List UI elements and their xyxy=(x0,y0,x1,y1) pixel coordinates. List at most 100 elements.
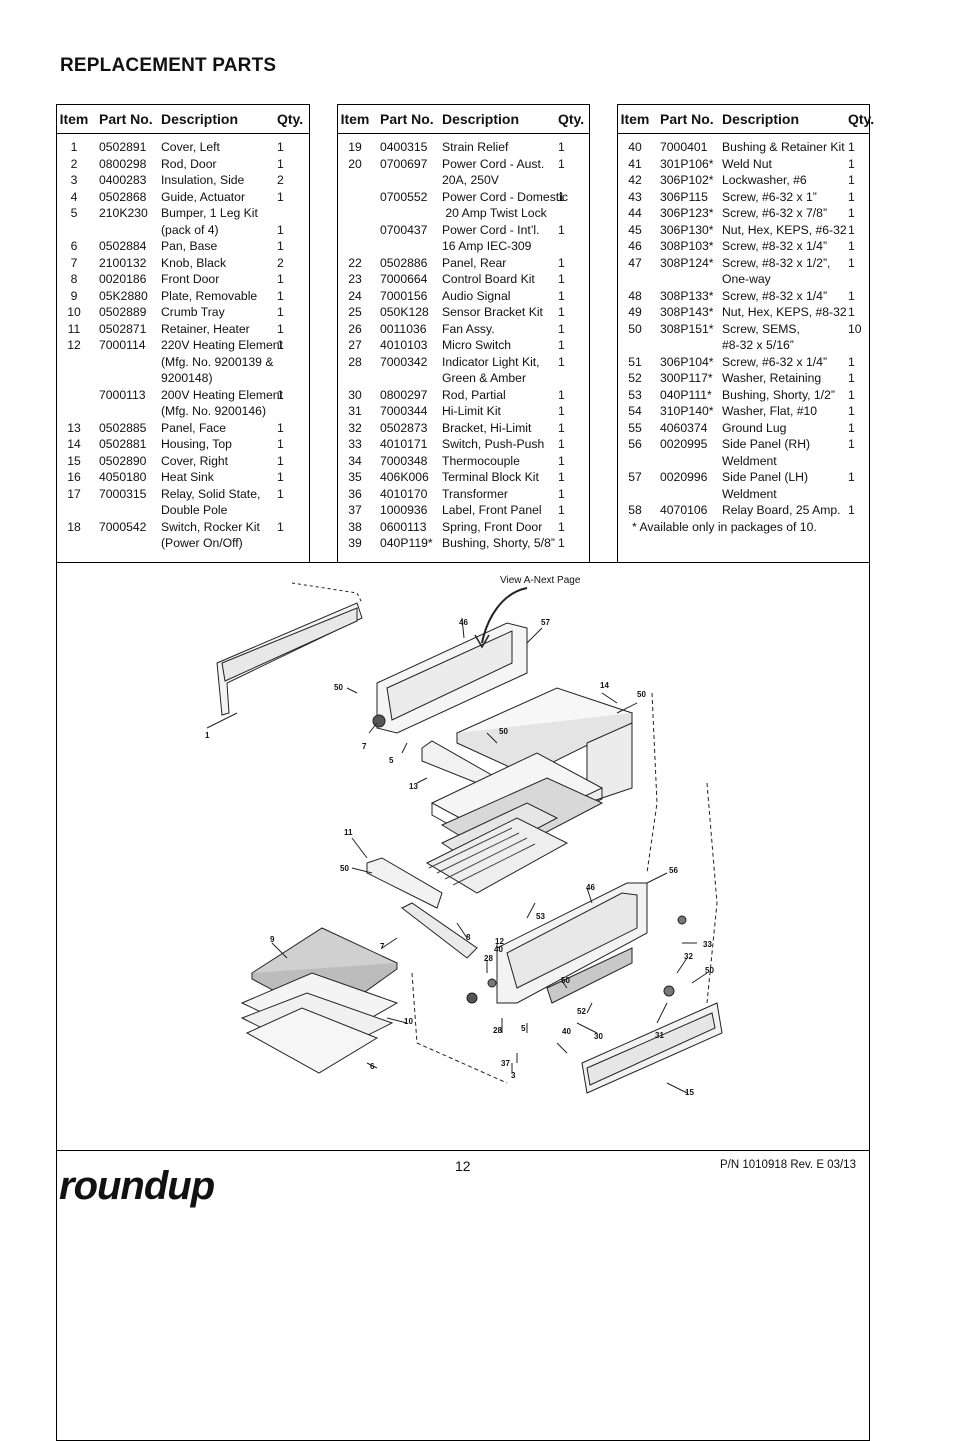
item-number: 50 xyxy=(628,321,642,336)
part-description: Rod, Partial xyxy=(442,387,558,404)
part-number: 306P123* xyxy=(660,206,714,220)
part-number: 040P119* xyxy=(380,536,433,550)
quantity: 1 xyxy=(558,222,565,237)
quantity: 1 xyxy=(848,140,855,154)
item-number: 40 xyxy=(628,140,642,154)
item-number xyxy=(338,222,372,255)
part-description: Cover, Right xyxy=(161,453,277,470)
description-line: Relay, Solid State, xyxy=(161,486,261,501)
item-number: 33 xyxy=(348,437,362,451)
description-line: Strain Relief xyxy=(442,140,509,154)
callout-31: 31 xyxy=(655,1031,664,1040)
description-line: Thermocouple xyxy=(442,453,520,468)
quantity: 1 xyxy=(848,354,855,369)
page-number: 12 xyxy=(455,1158,471,1174)
quantity: 1 xyxy=(848,437,855,451)
quantity: 1 xyxy=(848,156,855,171)
callout-28: 28 xyxy=(484,954,493,963)
description-line: Ground Lug xyxy=(722,420,787,435)
description-line: Label, Front Panel xyxy=(442,503,542,517)
item-number: 57 xyxy=(628,470,642,484)
quantity: 1 xyxy=(848,420,855,435)
part-number: 0502868 xyxy=(99,189,147,204)
description-line: #8-32 x 5/16” xyxy=(722,338,794,352)
part-number: 050K128 xyxy=(380,305,429,319)
item-number: 16 xyxy=(67,470,81,484)
quantity: 1 xyxy=(558,321,565,336)
part-number: 0700697 xyxy=(380,156,428,171)
quantity: 1 xyxy=(558,272,565,286)
header-part-no: Part No. xyxy=(99,111,153,127)
part-number: 0502884 xyxy=(99,239,147,253)
item-number: 46 xyxy=(628,239,642,253)
description-line: Nut, Hex, KEPS, #6-32 xyxy=(722,222,847,237)
item-number: 38 xyxy=(348,519,362,534)
item-number: 30 xyxy=(348,387,362,402)
item-number: 44 xyxy=(628,206,642,220)
part-description: Power Cord - Int’l.16 Amp IEC-309 xyxy=(442,222,558,255)
item-number: 6 xyxy=(70,239,78,253)
item-number: 41 xyxy=(628,156,642,171)
part-number: 0700437 xyxy=(380,222,428,237)
item-number: 11 xyxy=(67,321,81,336)
part-description: Bushing & Retainer Kit xyxy=(722,139,848,156)
item-number: 51 xyxy=(628,354,642,369)
part-number: 0011036 xyxy=(380,321,427,336)
quantity: 1 xyxy=(277,338,284,352)
part-number: 7000342 xyxy=(380,354,428,369)
footnote: * Available only in packages of 10. xyxy=(632,519,817,534)
quantity: 1 xyxy=(277,387,284,402)
quantity: 1 xyxy=(558,305,565,319)
part-number: 0600113 xyxy=(380,519,427,534)
callout-40: 40 xyxy=(494,945,503,954)
description-line: Screw, #6-32 x 1” xyxy=(722,189,817,204)
item-number: 10 xyxy=(67,305,81,319)
quantity: 10 xyxy=(848,321,862,336)
part-description: Nut, Hex, KEPS, #8-32 xyxy=(722,304,848,321)
description-line: Panel, Face xyxy=(161,420,227,435)
part-description: Switch, Push-Push xyxy=(442,436,558,453)
quantity: 1 xyxy=(558,437,565,451)
quantity: 1 xyxy=(848,255,855,270)
quantity: 1 xyxy=(277,519,284,534)
quantity: 1 xyxy=(848,387,855,402)
callout-13: 13 xyxy=(409,782,418,791)
header-qty: Qty. xyxy=(848,111,875,127)
part-number: 308P124* xyxy=(660,255,714,270)
description-line: Screw, #8-32 x 1/4” xyxy=(722,288,827,303)
part-number: 0800298 xyxy=(99,156,147,171)
item-number: 55 xyxy=(628,420,642,435)
part-number: 0502890 xyxy=(99,453,147,468)
description-line: Sensor Bracket Kit xyxy=(442,305,543,319)
quantity: 1 xyxy=(277,140,284,154)
part-description: Front Door xyxy=(161,271,277,288)
part-number: 05K2880 xyxy=(99,288,148,303)
part-description: Housing, Top xyxy=(161,436,277,453)
part-number: 4010170 xyxy=(380,486,428,501)
part-number: 7000315 xyxy=(99,486,147,501)
description-line: Heat Sink xyxy=(161,470,214,484)
description-line: Screw, #6-32 x 7/8” xyxy=(722,206,827,220)
description-line: Screw, #6-32 x 1/4” xyxy=(722,354,827,369)
callout-10: 10 xyxy=(404,1017,413,1026)
quantity: 1 xyxy=(277,321,284,336)
quantity: 1 xyxy=(848,206,855,220)
part-description: Sensor Bracket Kit xyxy=(442,304,558,321)
